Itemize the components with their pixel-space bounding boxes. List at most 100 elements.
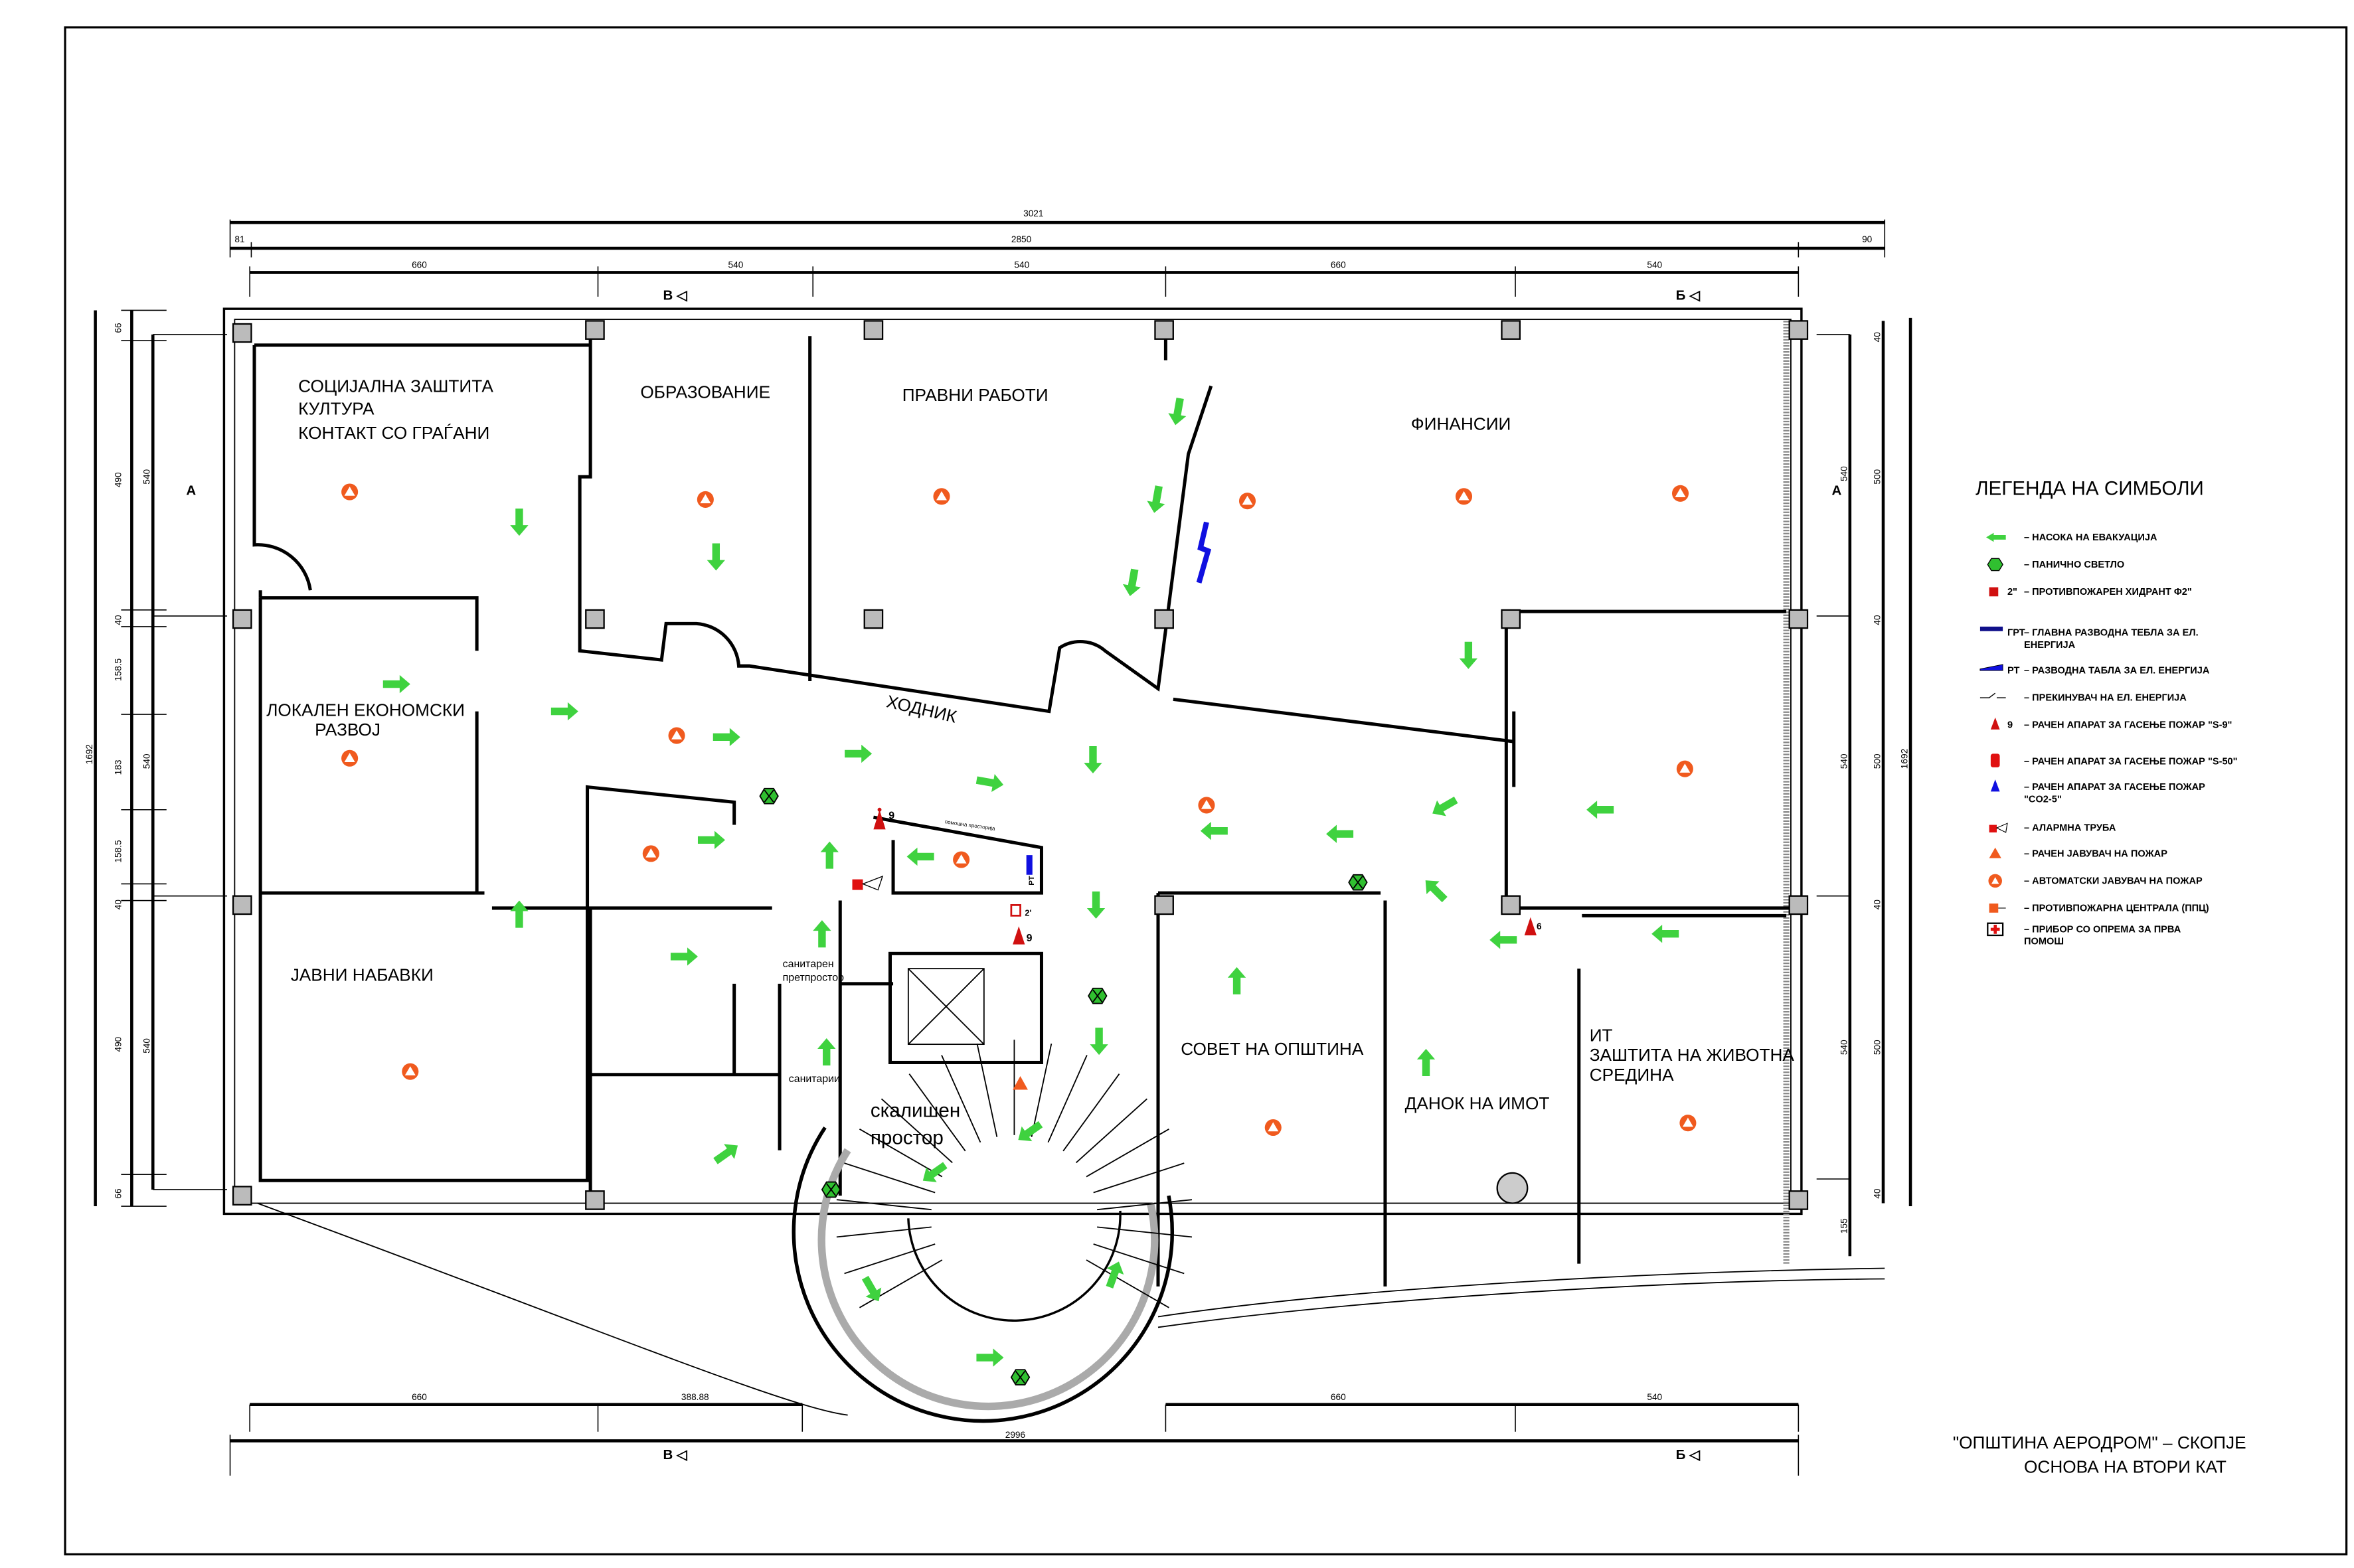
room-label-finansii: ФИНАНСИИ (1411, 414, 1511, 434)
legend-code: РТ (2007, 666, 2020, 676)
dim-right-bay: 540 (1839, 1040, 1849, 1055)
extinguisher-icon (1524, 917, 1537, 935)
svg-text:◁: ◁ (676, 287, 688, 303)
dim-bottom-bay: 660 (1331, 1392, 1346, 1402)
room-label-socijalna: КОНТАКТ СО ГРАЃАНИ (298, 423, 489, 443)
evacuation-arrow-icon (713, 728, 740, 747)
evacuation-arrow-icon (1090, 1028, 1108, 1056)
fire-control-panel-icon (1989, 903, 2006, 913)
evacuation-arrow-icon (1122, 568, 1141, 597)
round-column (1496, 1172, 1529, 1204)
dim-right-detail: 500 (1872, 753, 1882, 769)
evacuation-arrow-icon (550, 702, 578, 721)
section-marker-b: Б (1676, 287, 1686, 303)
left-dimensions: 1692 66 490 40 158.5 183 158.5 40 490 66… (84, 309, 227, 1207)
automatic-detector-icon (341, 749, 359, 767)
legend-item-label: – ПРЕКИНУВАЧ НА ЕЛ. ЕНЕРГИЈА (2024, 693, 2187, 704)
evacuation-arrow-icon (1651, 925, 1679, 943)
legend-item-label: – ПРИБОР СО ОПРЕМА ЗА ПРВА (2024, 924, 2181, 935)
evacuation-arrow-icon (1227, 967, 1246, 994)
evacuation-arrow-icon (1586, 801, 1614, 819)
legend-item-label: – АЛАРМНА ТРУБА (2024, 823, 2116, 834)
dim-right-total: 1692 (1899, 749, 1909, 769)
building-walls (222, 307, 1885, 1416)
dim-bay: 660 (412, 260, 427, 270)
evacuation-arrow-icon (382, 674, 410, 694)
column (1788, 320, 1809, 340)
alarm-horn-icon (852, 875, 884, 891)
dim-bay: 660 (1331, 260, 1346, 270)
evacuation-arrow-icon (1106, 1261, 1124, 1289)
column (1154, 895, 1174, 915)
title-line-1: "ОПШТИНА АЕРОДРОМ" – СКОПЈЕ (1953, 1433, 2246, 1452)
legend-item-label: – АВТОМАТСКИ ЈАВУВАЧ НА ПОЖАР (2024, 876, 2203, 886)
extinguisher-label: 9 (888, 810, 894, 821)
evacuation-arrow-icon (510, 900, 529, 928)
column (232, 323, 252, 343)
automatic-detector-icon (933, 488, 950, 505)
dim-top-right-offset: 90 (1862, 234, 1873, 244)
dim-bay: 540 (1014, 260, 1029, 270)
dim-bottom-bay: 388.88 (681, 1392, 709, 1402)
power-switch-icon (1979, 692, 2006, 698)
automatic-detector-icon (1988, 874, 2002, 888)
automatic-detector-icon (697, 491, 714, 508)
legend-item-label: – РАЧЕН АПАРАТ ЗА ГАСЕЊЕ ПОЖАР (2024, 782, 2205, 793)
evacuation-arrow-icon (975, 774, 1004, 792)
legend-item-label: – РАЧЕН АПАРАТ ЗА ГАСЕЊЕ ПОЖАР "S-9" (2024, 720, 2232, 731)
column (1788, 895, 1809, 915)
automatic-detector-icon (668, 727, 685, 744)
column (232, 609, 252, 629)
column (585, 1190, 605, 1210)
legend-code: 2" (2007, 587, 2017, 597)
section-marker-a-left: А (186, 483, 196, 499)
alarm-horn-icon (1989, 823, 2008, 833)
room-label-danok: ДАНОК НА ИМОТ (1405, 1093, 1550, 1113)
legend-title: ЛЕГЕНДА НА СИМБОЛИ (1976, 478, 2204, 500)
column (1501, 320, 1521, 340)
dim-right-detail: 40 (1872, 615, 1882, 625)
room-label-sovet: СОВЕТ НА ОПШТИНА (1181, 1039, 1364, 1059)
drawing-frame (64, 26, 2348, 1555)
evacuation-arrow-icon (976, 1348, 1004, 1367)
column (232, 895, 252, 915)
dim-left-total: 1692 (84, 744, 94, 764)
evacuation-arrow-icon (713, 1144, 738, 1164)
room-label-sanitaren: претпростор (783, 972, 844, 983)
svg-text:◁: ◁ (1689, 1447, 1701, 1462)
automatic-detector-icon (1455, 488, 1473, 505)
right-dimensions: 540 540 540 155 40 500 40 500 40 500 40 … (1816, 317, 1912, 1257)
dim-bay: 540 (728, 260, 744, 270)
section-marker-v: В (663, 287, 673, 303)
automatic-detectors (341, 483, 1697, 1137)
evacuation-arrow-icon (861, 1275, 882, 1302)
dim-right-detail: 40 (1872, 900, 1882, 910)
dim-bay: 540 (1647, 260, 1662, 270)
dim-right-bay: 540 (1839, 753, 1849, 769)
automatic-detector-icon (1671, 485, 1689, 502)
column (1788, 1190, 1809, 1210)
dim-bottom-total: 2996 (1005, 1430, 1025, 1440)
automatic-detector-icon (1198, 797, 1215, 814)
top-dimensions: 3021 81 2850 90 660 540 540 660 540 В◁ Б… (229, 208, 1886, 303)
evacuation-arrow-icon (1986, 532, 2006, 542)
legend-code: ГРТ (2007, 628, 2025, 639)
automatic-detector-icon (1679, 1115, 1697, 1132)
column (585, 320, 605, 340)
evacuation-arrow-icon (906, 847, 934, 866)
extinguisher-icon (873, 807, 886, 830)
evacuation-arrow-icon (1147, 485, 1165, 513)
dim-left-detail: 490 (113, 472, 123, 487)
automatic-detector-icon (341, 483, 359, 501)
automatic-detector-icon (642, 845, 659, 862)
panic-light-icon (1348, 874, 1368, 891)
section-marker-a-right: А (1831, 483, 1841, 499)
section-marker-b-bottom: Б (1676, 1447, 1686, 1462)
evacuation-arrow-icon (1459, 641, 1478, 669)
dim-left-detail: 183 (113, 760, 123, 775)
dim-left-detail: 40 (113, 615, 123, 625)
evacuation-arrow-icon (817, 1038, 836, 1066)
legend-item-label: – ПРОТИВПОЖАРЕН ХИДРАНТ Φ2" (2024, 587, 2192, 597)
room-label-lokalen: ЛОКАЛЕН ЕКОНОМСКИ (266, 700, 465, 720)
room-label-lokalen: РАЗВОЈ (315, 720, 380, 740)
